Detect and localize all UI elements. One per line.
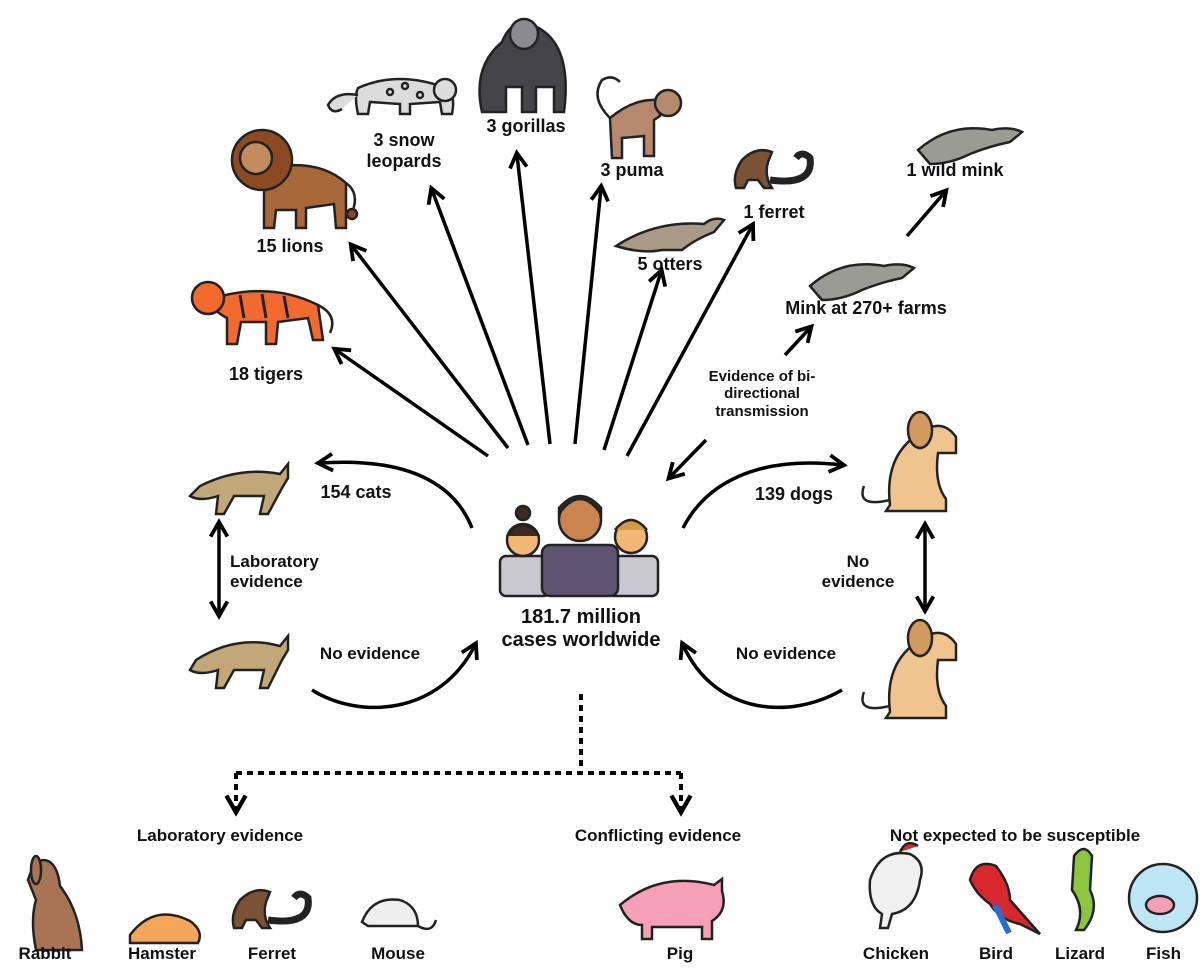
label-hamster: Hamster bbox=[127, 944, 197, 963]
wild-mink-icon bbox=[916, 126, 1025, 166]
otter-icon bbox=[613, 217, 727, 253]
label-mouse: Mouse bbox=[371, 944, 425, 963]
label-wild-mink: 1 wild mink bbox=[906, 160, 1004, 180]
arrow-to-cats bbox=[314, 452, 474, 529]
label-dogs-no-evidence-vertical: No evidence bbox=[821, 552, 895, 591]
rabbit-icon bbox=[26, 854, 84, 952]
label-ferret-lab: Ferret bbox=[247, 944, 297, 963]
arrows bbox=[208, 149, 949, 817]
snow-leopard-icon bbox=[326, 77, 458, 116]
cat-icon-top bbox=[187, 460, 290, 516]
label-rabbit: Rabbit bbox=[18, 944, 72, 963]
puma-icon bbox=[596, 76, 683, 160]
arrow-mink-to-humans bbox=[665, 438, 708, 482]
label-cats-lab-evidence: Laboratory evidence bbox=[230, 552, 319, 591]
arrow-to-puma bbox=[573, 182, 610, 445]
label-cats: 154 cats bbox=[320, 482, 392, 502]
arrow-humans-to-mink bbox=[783, 323, 815, 357]
arrow-cat-to-humans bbox=[311, 639, 479, 710]
arrow-to-wild-mink bbox=[905, 187, 949, 238]
hamster-icon bbox=[128, 913, 201, 945]
arrow-to-otters bbox=[602, 266, 668, 451]
chicken-icon bbox=[868, 841, 923, 930]
label-ferret: 1 ferret bbox=[743, 202, 805, 222]
farm-mink-icon bbox=[808, 262, 917, 302]
label-bird: Bird bbox=[979, 944, 1013, 963]
label-lizard: Lizard bbox=[1054, 944, 1106, 963]
gorilla-icon bbox=[478, 17, 567, 114]
dog-icon-top bbox=[861, 410, 958, 513]
arrow-to-dogs bbox=[681, 453, 848, 529]
dotted-branch bbox=[224, 694, 693, 817]
label-lions: 15 lions bbox=[256, 236, 324, 256]
arrow-to-tigers bbox=[331, 346, 490, 458]
label-gorillas: 3 gorillas bbox=[486, 116, 566, 136]
cat-icon-bottom bbox=[188, 632, 290, 690]
arrow-to-lions bbox=[348, 241, 510, 450]
tiger-icon bbox=[190, 280, 334, 346]
arrow-to-gorillas bbox=[508, 149, 552, 445]
label-cats-no-evidence: No evidence bbox=[319, 644, 421, 663]
arrow-to-snow-leopards bbox=[426, 184, 530, 446]
label-fish: Fish bbox=[1146, 944, 1181, 963]
label-mink-farms: Mink at 270+ farms bbox=[785, 298, 947, 318]
label-otters: 5 otters bbox=[637, 254, 703, 274]
label-chicken: Chicken bbox=[862, 944, 930, 963]
label-pig: Pig bbox=[666, 944, 694, 963]
fish-icon bbox=[1127, 862, 1199, 934]
arrow-dog-to-humans bbox=[678, 639, 843, 710]
ferret-icon bbox=[733, 149, 814, 190]
lizard-icon bbox=[1070, 847, 1096, 932]
ferret-lab-icon bbox=[231, 889, 312, 930]
label-tigers: 18 tigers bbox=[228, 364, 304, 384]
bird-icon bbox=[968, 862, 1041, 936]
label-puma: 3 puma bbox=[600, 160, 664, 180]
pig-icon bbox=[618, 876, 725, 941]
dog-icon-bottom bbox=[861, 618, 958, 720]
title-laboratory-evidence: Laboratory evidence bbox=[136, 826, 304, 845]
label-center-cases: 181.7 million cases worldwide bbox=[501, 606, 661, 651]
label-dogs-no-evidence: No evidence bbox=[735, 644, 837, 663]
label-bidirectional: Evidence of bi-directional transmission bbox=[708, 368, 816, 420]
arrow-to-ferret bbox=[625, 220, 756, 457]
humans-icon bbox=[498, 494, 660, 598]
lion-icon bbox=[230, 128, 359, 230]
title-conflicting-evidence: Conflicting evidence bbox=[574, 826, 742, 845]
label-snow-leopards: 3 snow leopards bbox=[366, 130, 442, 171]
label-dogs: 139 dogs bbox=[754, 484, 834, 504]
title-not-susceptible: Not expected to be susceptible bbox=[889, 826, 1141, 845]
mouse-icon bbox=[360, 898, 438, 931]
